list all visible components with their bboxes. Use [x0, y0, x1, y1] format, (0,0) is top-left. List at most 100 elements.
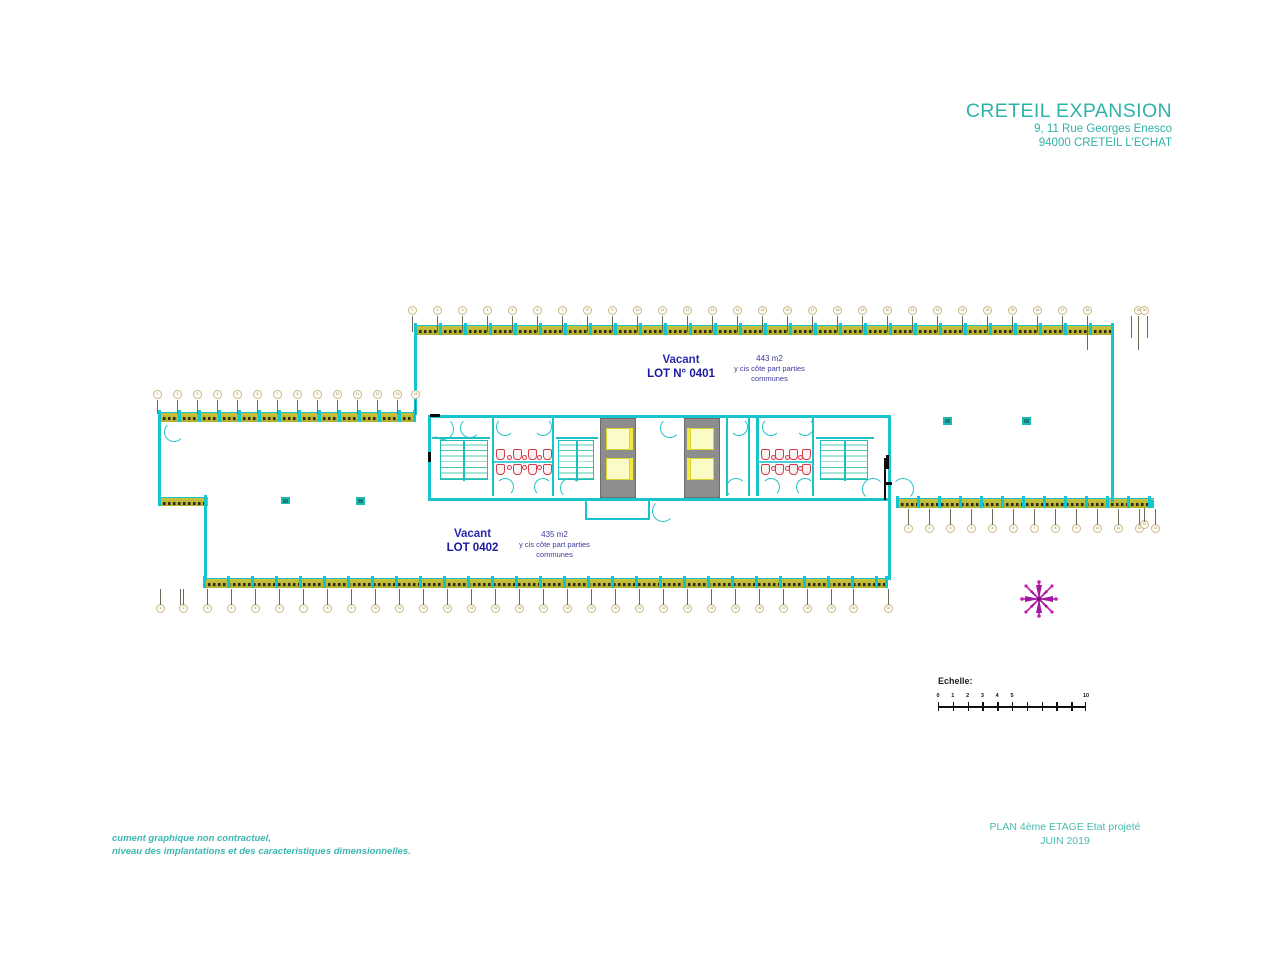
elevator-door — [630, 458, 633, 480]
grid-leader-line — [180, 589, 181, 605]
wall-toilet-west-left — [492, 418, 495, 496]
wall-vertical-left-jog — [204, 499, 208, 580]
grid-leader-line — [397, 400, 398, 414]
washbasin-fixture — [785, 455, 790, 460]
grid-leader-line — [1055, 509, 1056, 525]
grid-bubble: 12 — [683, 306, 692, 315]
lot-area-0402: 435 m2 y cis côte part parties communes — [497, 530, 612, 559]
grid-bubble: 22 — [933, 306, 942, 315]
grid-bubble: 19 — [858, 306, 867, 315]
sanitary-fixture — [513, 464, 522, 475]
washbasin-fixture — [771, 455, 776, 460]
toilet-east-duct-spine — [758, 461, 812, 464]
grid-bubble: 14 — [467, 604, 476, 613]
wall-vertical-left-outer — [158, 414, 162, 501]
grid-bubble: 2 — [179, 604, 188, 613]
door-jamb — [886, 482, 892, 485]
grid-leader-line — [950, 509, 951, 525]
facade-mullions-top — [414, 323, 1114, 335]
company-name: CRETEIL EXPANSION — [965, 100, 1172, 122]
sanitary-fixture — [543, 464, 552, 475]
sanitary-fixture — [802, 464, 811, 475]
wall-vertical-upper-left — [414, 327, 418, 415]
grid-bubble: 3 — [193, 390, 202, 399]
stair-stringer — [844, 441, 846, 481]
grid-leader-line — [487, 316, 488, 332]
door-swing-arc — [730, 418, 748, 436]
sanitary-fixture — [496, 449, 505, 460]
lot-label-0401: Vacant LOT N° 0401 — [620, 353, 742, 382]
sanitary-fixture — [802, 449, 811, 460]
washbasin-fixture — [798, 466, 803, 471]
grid-leader-line — [447, 589, 448, 605]
grid-bubble: 10 — [633, 306, 642, 315]
grid-bubble: 3 — [203, 604, 212, 613]
scale-tick-label: 10 — [1082, 693, 1090, 699]
door-swing-arc — [892, 478, 914, 500]
scale-tick-label: 5 — [1010, 693, 1014, 699]
door-swing-arc — [560, 478, 580, 498]
grid-leader-line — [537, 316, 538, 332]
grid-bubble-row-bottom-left: 1 2 3 4 5 6 7 8 9 10 11 12 13 1 — [156, 589, 896, 615]
scale-ruler-tick — [997, 702, 999, 711]
grid-bubble: 31 — [884, 604, 893, 613]
scale-label: Echelle: — [938, 676, 973, 686]
door-swing-arc — [534, 418, 552, 436]
grid-bubble: 8 — [323, 604, 332, 613]
elevator-door — [687, 428, 690, 450]
grid-leader-line — [615, 589, 616, 605]
lot-area-value: 443 m2 — [756, 354, 783, 363]
grid-leader-line — [888, 589, 889, 605]
scale-ruler-tick — [982, 702, 984, 711]
door-swing-arc — [534, 478, 552, 496]
grid-leader-line — [1087, 316, 1088, 350]
grid-leader-line — [987, 316, 988, 332]
disclaimer-line-1: cument graphique non contractuel, — [112, 833, 271, 844]
door-swing-arc — [496, 418, 514, 436]
scale-ruler-tick — [1056, 702, 1058, 711]
grid-bubble: 26 — [1033, 306, 1042, 315]
grid-bubble: 22 — [659, 604, 668, 613]
grid-bubble: 17 — [539, 604, 548, 613]
grid-bubble: 11 — [353, 390, 362, 399]
grid-leader-line — [639, 589, 640, 605]
grid-bubble: 10 — [371, 604, 380, 613]
stair-west-2 — [558, 440, 594, 481]
company-address-line-1: 9, 11 Rue Georges Enesco — [1034, 123, 1172, 135]
washbasin-fixture — [771, 466, 776, 471]
grid-leader-line — [567, 589, 568, 605]
elevator-cab — [606, 428, 630, 450]
grid-leader-line — [737, 316, 738, 332]
scale-bar: Echelle: 0 1 2 3 4 5 10 — [936, 676, 1090, 712]
grid-leader-line — [853, 589, 854, 605]
company-address-line-2: 94000 CRETEIL L'ECHAT — [1038, 137, 1172, 149]
grid-leader-line — [663, 589, 664, 605]
grid-bubble: 4 — [227, 604, 236, 613]
grid-leader-line — [962, 316, 963, 332]
sanitary-fixture — [761, 449, 770, 460]
grid-leader-line — [415, 400, 416, 414]
grid-leader-line — [297, 400, 298, 414]
door-swing-arc — [652, 500, 674, 522]
lift-lobby-wall-west — [585, 498, 588, 520]
sanitary-fixture — [528, 449, 537, 460]
grid-leader-line — [437, 316, 438, 332]
grid-leader-line — [257, 400, 258, 414]
grid-leader-line — [711, 589, 712, 605]
grid-leader-line — [462, 316, 463, 332]
grid-leader-line — [637, 316, 638, 332]
door-swing-arc — [796, 478, 814, 496]
scale-ruler-tick — [1026, 702, 1029, 711]
grid-bubble: 13 — [1151, 524, 1160, 533]
scale-ruler-tick — [952, 702, 955, 711]
lot-status: Vacant — [453, 528, 492, 540]
facade-wall-bottom-right — [896, 498, 1154, 508]
grid-bubble: 15 — [491, 604, 500, 613]
wall-east-core-sep-4 — [812, 418, 815, 496]
lift-lobby-wall-east — [648, 498, 651, 520]
scale-ruler-tick — [967, 702, 969, 711]
elevator-cab — [690, 428, 714, 450]
grid-bubble: 2 — [173, 390, 182, 399]
lot-status: Vacant — [662, 354, 700, 366]
